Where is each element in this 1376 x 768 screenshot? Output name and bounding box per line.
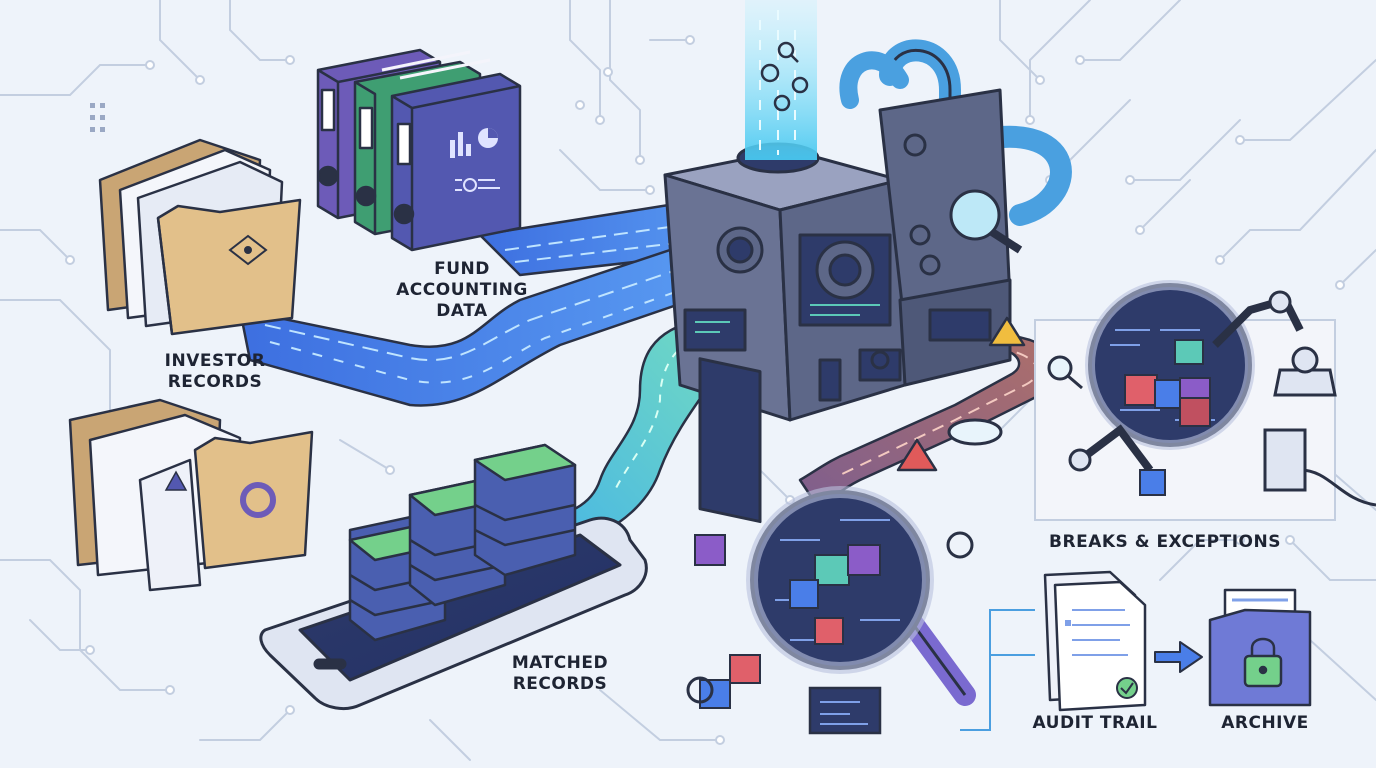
machine-screen-lines (695, 304, 880, 333)
archive-label: ARCHIVE (1221, 713, 1309, 733)
investor-data-stream (238, 238, 737, 407)
robot-arm-icon (1068, 290, 1337, 473)
matched-records-tablet (259, 516, 648, 710)
archive-box (1208, 588, 1312, 707)
fund-accounting-data-label: FUND ACCOUNTING DATA (396, 259, 528, 321)
target-icon (240, 482, 276, 518)
gear-icon (760, 63, 809, 112)
warning-icon (164, 470, 188, 491)
gear-icon (870, 133, 941, 370)
investor-records-label: INVESTOR RECORDS (164, 351, 266, 392)
magnifier-icon (947, 355, 1083, 446)
reconciliation-machine (663, 39, 1072, 524)
inspection-magnifier (746, 486, 976, 706)
code-panel (808, 686, 882, 735)
investor-records-folders (98, 138, 302, 336)
bar-chart-icon (450, 132, 471, 158)
arrow-right-icon (1154, 641, 1203, 673)
data-cable (1263, 428, 1376, 507)
fund-accounting-binders (316, 48, 522, 252)
pie-chart-icon (478, 128, 498, 148)
investor-records-folders-lower (68, 398, 314, 592)
matched-records-label: MATCHED RECORDS (511, 653, 609, 694)
puzzle-piece-icon (1139, 469, 1166, 496)
diamond-icon (228, 234, 268, 266)
warning-icon (896, 316, 1026, 472)
puzzle-piece-icon (694, 534, 881, 709)
magnifier-icon (777, 41, 799, 63)
puzzle-piece-icon (1124, 339, 1211, 427)
audit-trail-document (1043, 570, 1147, 712)
lock-icon (1243, 637, 1283, 688)
audit-trail-label: AUDIT TRAIL (1032, 713, 1158, 733)
checkmark-icon (1116, 677, 1138, 699)
matched-record-stacks (348, 443, 577, 642)
breaks-exceptions-label: BREAKS & EXCEPTIONS (1049, 532, 1281, 552)
audit-flow-connectors (960, 609, 1035, 731)
gear-icon (686, 531, 974, 704)
gear-icon (455, 178, 500, 192)
